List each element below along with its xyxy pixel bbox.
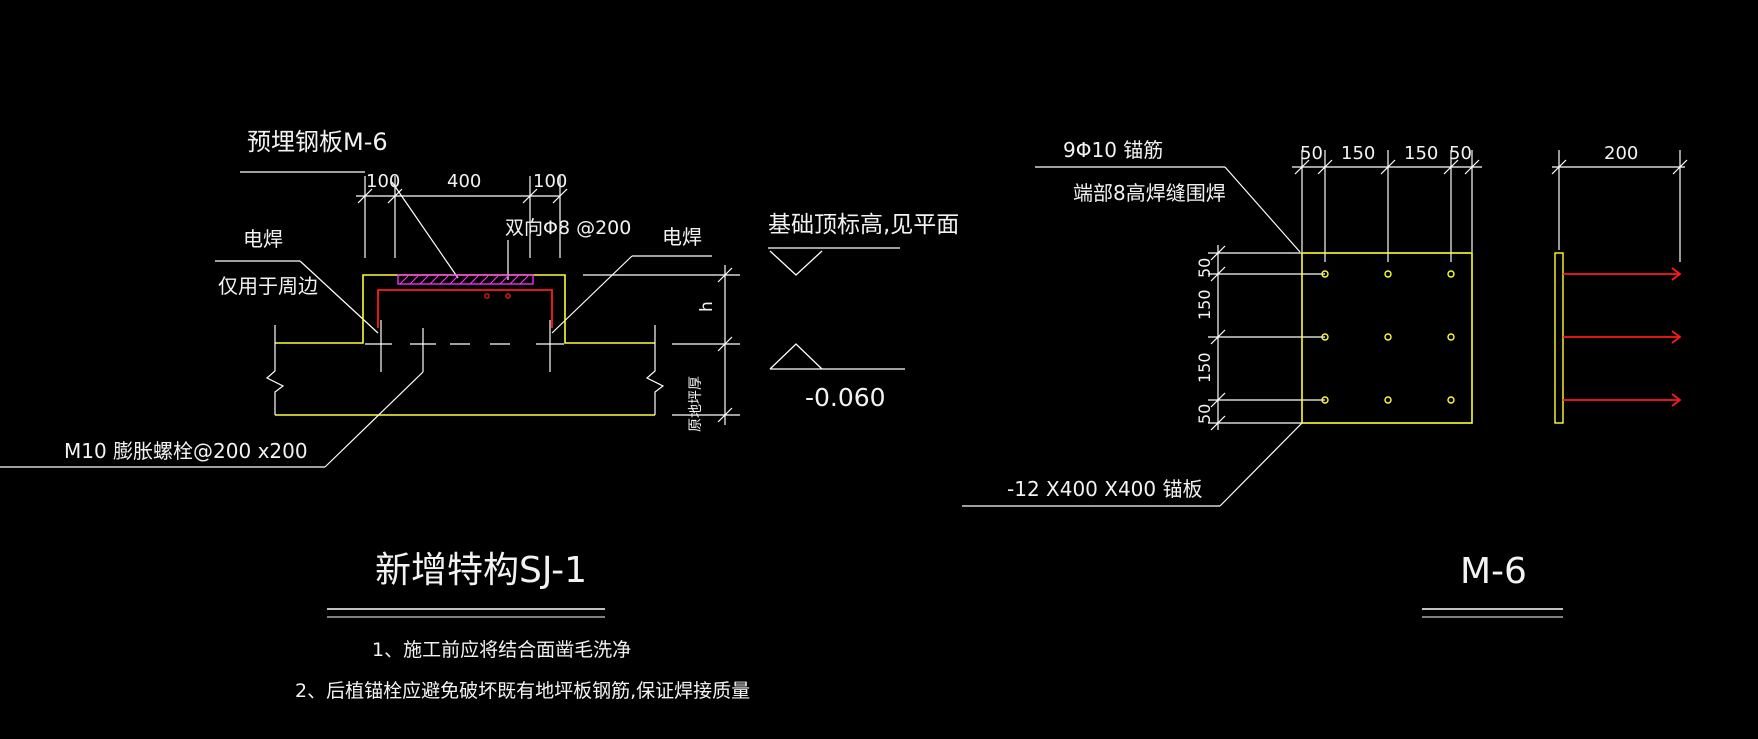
plate-left-dimension [1208,245,1325,431]
dimension-100-left: 100 [366,171,400,192]
dimension-400: 400 [447,171,481,192]
anchor-plate-label: -12 X400 X400 锚板 [1007,477,1203,501]
construction-note-1: 1、施工前应将结合面凿毛洗净 [372,639,631,661]
elevation-h-label: h [697,301,717,312]
dimension-tick [552,188,568,204]
elevation-marker-top [769,250,823,276]
weld-note-left: 仅用于周边 [218,274,318,298]
anchor-bar [1321,270,1329,278]
anchor-plate [1301,252,1473,424]
break-line-right [645,325,665,415]
embedded-plate-hatch-lines [399,275,529,285]
weld-label-left: 电焊 [243,227,283,251]
plate-side-dim-200: 200 [1604,143,1638,164]
weld-leader-left [299,260,379,334]
rebar-stirrup [377,289,553,328]
anchor-bar [1384,333,1392,341]
dimension-tick [387,188,403,204]
bolt-leader [324,371,424,468]
top-dimension-chain [356,176,568,258]
elevation-dimension [583,265,740,425]
weld-end-note: 端部8高焊缝围焊 [1073,181,1226,205]
construction-note-2: 2、后植锚栓应避免破坏既有地坪板钢筋,保证焊接质量 [295,680,750,702]
dimension-100-right: 100 [533,171,567,192]
dimension-tick [357,188,373,204]
plate-dim-left-150-top: 150 [1195,289,1214,320]
anchor-bars-side [1563,267,1682,407]
anchor-bar [1384,270,1392,278]
plate-leader [1219,422,1303,507]
anchor-bar-grid [1321,270,1455,404]
plate-side-dimension [1551,150,1688,262]
anchor-bolts [365,320,564,372]
plate-dim-left-50-top: 50 [1195,258,1214,278]
anchor-bar [1384,396,1392,404]
plate-dim-top-50-left: 50 [1300,143,1323,164]
plate-dim-top-150-left: 150 [1341,143,1375,164]
plate-dim-top-150-right: 150 [1404,143,1438,164]
break-line-left [265,325,285,415]
anchor-bar [1447,270,1455,278]
plate-detail-m6: 9Φ10 锚筋 端部8高焊缝围焊 50 150 150 50 [962,138,1688,618]
anchor-bar [1321,396,1329,404]
embedded-plate-hatch [397,274,534,285]
elevation-marker-bottom [769,343,823,370]
elevation-note: 基础顶标高,见平面 [768,212,959,238]
plate-dim-left-50-bottom: 50 [1195,404,1214,424]
rebar-label: 双向Φ8 @200 [505,217,631,239]
anchor-leader [1224,166,1301,253]
dimension-tick [522,188,538,204]
bolt-label: M10 膨胀螺栓@200 x200 [64,439,308,463]
rebar-dot [505,293,511,299]
plate-side-view [1554,252,1564,424]
anchor-bar [1321,333,1329,341]
slab-thickness-label: 原地坪厚 [688,376,704,432]
weld-label-right: 电焊 [662,225,702,249]
anchor-bar [1447,333,1455,341]
embedded-plate-leader [391,181,459,279]
anchor-rebar-label: 9Φ10 锚筋 [1063,138,1163,162]
rebar-dot [484,293,490,299]
plate-dim-left-150-bottom: 150 [1195,352,1214,383]
section-detail-sj1: 预埋钢板M-6 100 400 100 双向Φ8 @200 电焊 仅用于周边 电… [0,128,959,702]
anchor-bar [1447,396,1455,404]
plate-top-dimension [1292,150,1482,262]
detail-title-sj1: 新增特构SJ-1 [375,550,587,591]
plate-dim-top-50-right: 50 [1449,143,1472,164]
embedded-plate-label: 预埋钢板M-6 [247,128,388,156]
detail-title-m6: M-6 [1460,551,1527,592]
elevation-value: -0.060 [805,383,886,412]
